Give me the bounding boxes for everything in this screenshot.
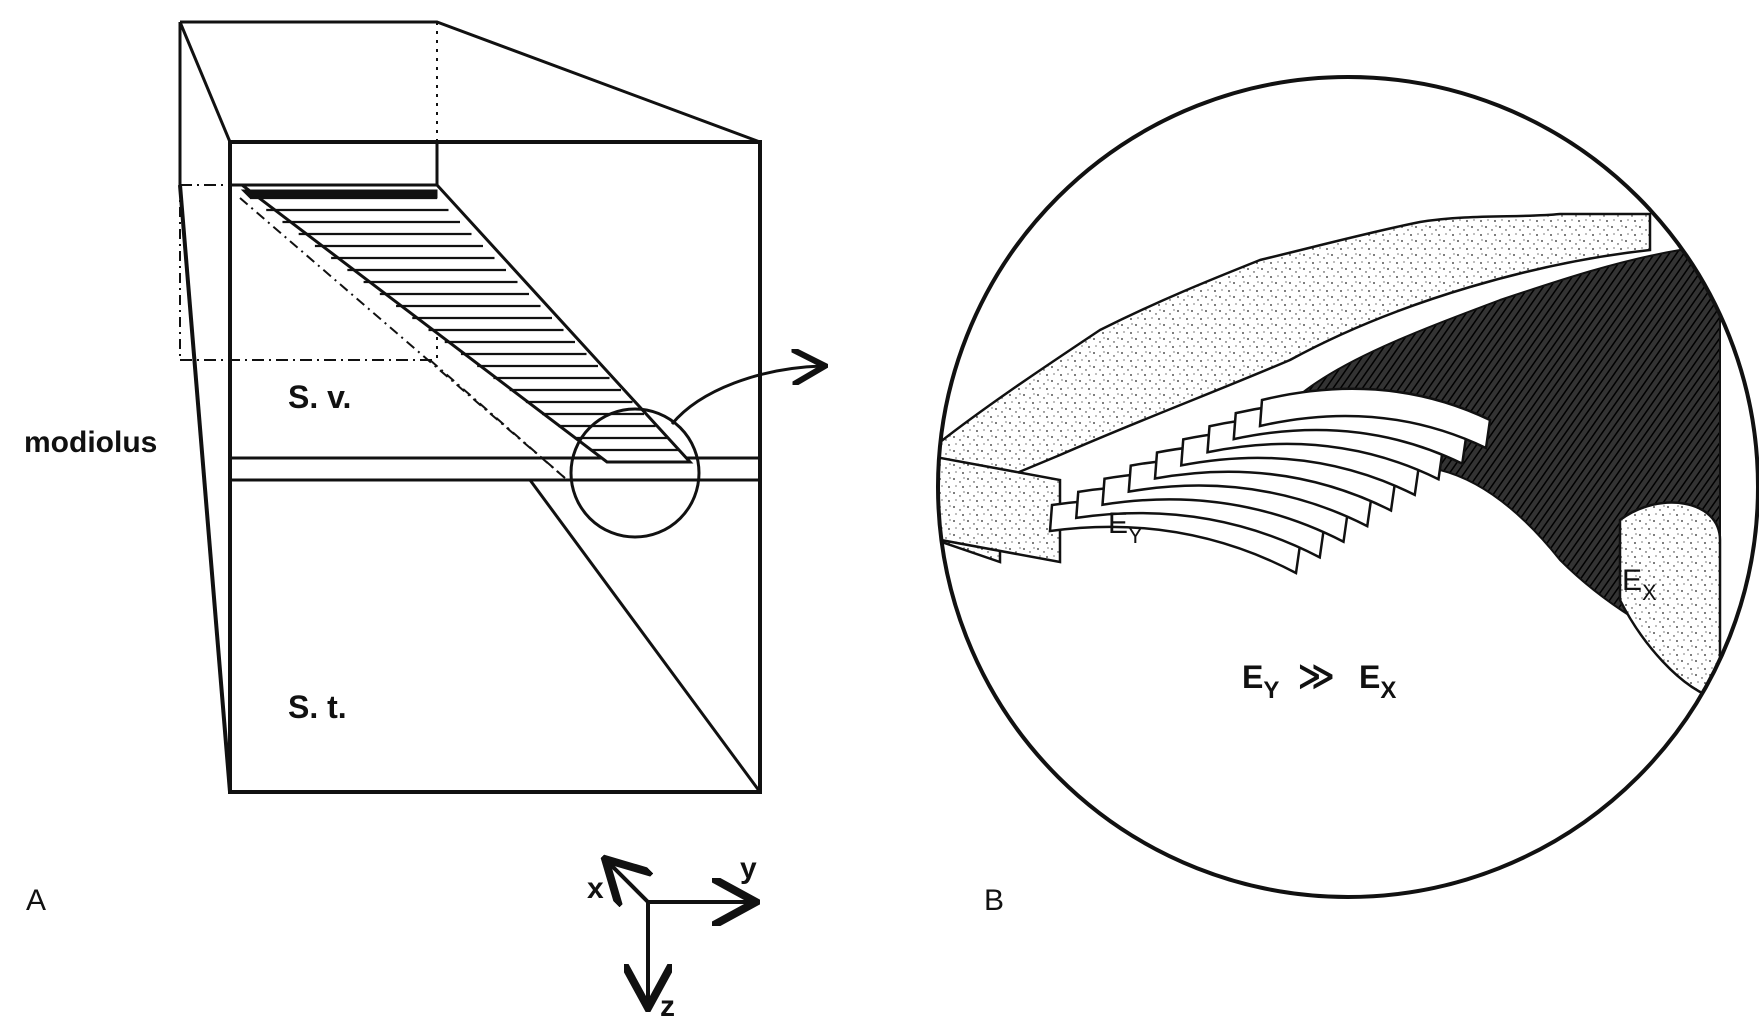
relation-formula: EY≫EX xyxy=(1242,655,1396,704)
panel-b-letter: B xyxy=(984,884,1004,917)
bony-spiral-lamina xyxy=(938,212,1652,564)
coordinate-axes xyxy=(608,862,752,1004)
axis-z-label: z xyxy=(660,990,675,1023)
radial-fibres xyxy=(1048,387,1492,575)
axis-y-label: y xyxy=(740,852,757,885)
magnifier-arrow xyxy=(670,366,822,425)
basilar-fibres xyxy=(250,196,690,464)
axis-x-label: x xyxy=(587,872,604,905)
ex-label: EX xyxy=(1622,564,1657,605)
magnifier-circle xyxy=(569,407,701,539)
panel-a-letter: A xyxy=(26,884,46,917)
panel-b-circle xyxy=(936,75,1759,899)
scala-vestibuli-label: S. v. xyxy=(288,379,351,415)
scala-tympani-label: S. t. xyxy=(288,689,347,725)
panel-a-box xyxy=(178,20,762,794)
radial-fibre xyxy=(1258,387,1492,450)
outer-wall xyxy=(1618,501,1722,702)
panel-b-magnified-view xyxy=(938,212,1722,702)
ey-label: EY xyxy=(1108,507,1143,548)
basilar-membrane xyxy=(237,183,694,464)
modiolus-label: modiolus xyxy=(24,426,157,459)
lamina-front-face xyxy=(938,454,1062,564)
